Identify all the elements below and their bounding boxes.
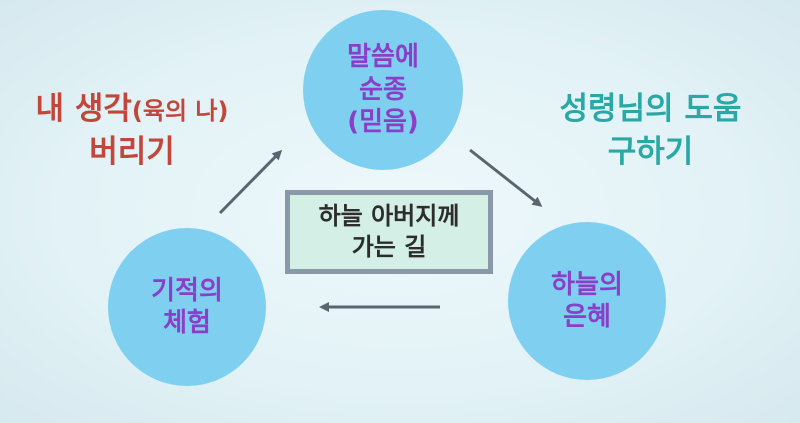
left-caption-line1: 내 생각(육의 나)	[12, 88, 252, 131]
top-circle-line1: 말씀에	[347, 42, 419, 73]
top-circle: 말씀에 순종 (믿음)	[303, 10, 463, 170]
top-circle-line3: (믿음)	[347, 107, 419, 138]
left-caption-paren: (육의 나)	[131, 97, 229, 125]
right-caption: 성령님의 도움 구하기	[528, 88, 773, 175]
left-circle: 기적의 체험	[108, 228, 266, 386]
left-circle-line2: 체험	[163, 308, 211, 338]
left-circle-line1: 기적의	[151, 275, 223, 306]
left-caption: 내 생각(육의 나) 버리기	[12, 88, 252, 175]
center-box-line1: 하늘 아버지께	[318, 201, 460, 230]
center-box: 하늘 아버지께 가는 길	[285, 190, 493, 274]
top-circle-line2: 순종	[359, 74, 407, 105]
left-caption-main: 내 생각	[35, 91, 132, 127]
right-circle-line2: 은혜	[563, 302, 611, 332]
arrow-top-to-right	[469, 148, 543, 207]
right-circle: 하늘의 은혜	[508, 222, 666, 380]
left-caption-line2: 버리기	[89, 134, 175, 171]
right-caption-line2: 구하기	[607, 134, 694, 171]
arrow-left-to-top	[218, 149, 283, 215]
right-circle-line1: 하늘의	[551, 269, 623, 300]
center-box-line2: 가는 길	[351, 233, 427, 261]
right-caption-line1: 성령님의 도움	[559, 91, 742, 127]
